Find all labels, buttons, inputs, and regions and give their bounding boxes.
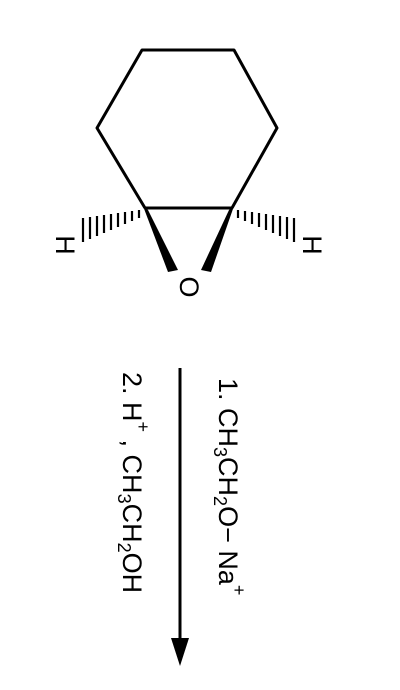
cyclohexane-ring [95, 48, 279, 209]
step-2-superscript: + [133, 422, 153, 433]
step-2-text: OH [117, 553, 147, 594]
reagent-step-2: 2. H+ , CH3CH2OH [114, 372, 153, 593]
step-2-text: CH [117, 504, 147, 543]
wedge-bond-left [143, 206, 178, 272]
oxygen-atom-label: O [174, 276, 204, 297]
wedge-bond-right [201, 206, 234, 272]
step-1-subscript: 3 [210, 447, 230, 457]
step-1-superscript: + [229, 585, 249, 596]
step-1-number: 1. [213, 378, 243, 408]
step-2-subscript: 3 [114, 494, 134, 504]
hashed-bond-left [81, 210, 141, 242]
reaction-arrow [171, 368, 189, 666]
step-1-text: CH [213, 457, 243, 496]
step-2-number: 2. [117, 372, 147, 402]
reagent-step-1: 1. CH3CH2O− Na+ [210, 378, 249, 595]
step-1-text: CH [213, 408, 243, 447]
hydrogen-left-label: H [50, 235, 80, 255]
step-2-text: H [117, 402, 147, 422]
step-2-subscript: 2 [114, 543, 134, 553]
hydrogen-right-label: H [297, 235, 327, 255]
step-2-text: , CH [117, 432, 147, 494]
step-1-subscript: 2 [210, 496, 230, 506]
hashed-bond-right [236, 210, 296, 242]
step-1-text: O− Na [213, 506, 243, 586]
